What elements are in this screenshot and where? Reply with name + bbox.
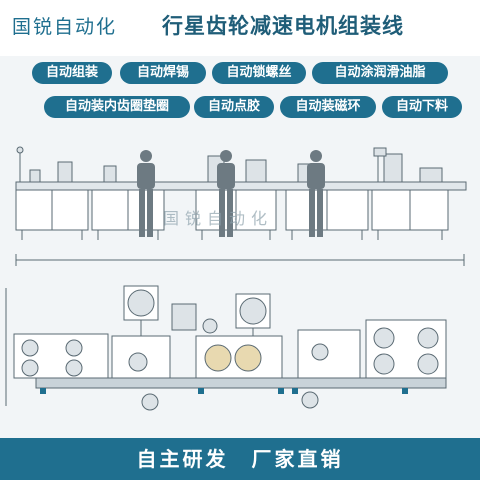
footer-bar: 自主研发 厂家直销: [0, 438, 480, 480]
feature-tag-soldering: 自动焊锡: [120, 62, 206, 84]
brand-name: 国锐自动化: [12, 16, 118, 38]
page-title: 行星齿轮减速电机组装线: [162, 14, 404, 38]
feature-tag-assembly: 自动组装: [32, 62, 112, 84]
feature-tag-unloading: 自动下料: [382, 96, 462, 118]
operator-figures: [137, 150, 325, 237]
header-bar: 国锐自动化 行星齿轮减速电机组装线: [0, 0, 480, 56]
feature-tag-gear-ring: 自动装内齿圈垫圈: [44, 96, 190, 118]
footer-slogan: 自主研发 厂家直销: [136, 447, 344, 471]
feature-tag-screwing: 自动锁螺丝: [212, 62, 306, 84]
feature-tag-magnet-ring: 自动装磁环: [280, 96, 376, 118]
side-view: [15, 146, 467, 266]
top-view-details: [40, 388, 408, 394]
feature-tag-greasing: 自动涂润滑油脂: [312, 62, 448, 84]
illustration-watermark: 国锐自动化: [163, 209, 273, 228]
feature-tag-dispensing: 自动点胶: [194, 96, 274, 118]
top-view-rotary-parts: [21, 289, 439, 411]
assembly-line-illustration: 国锐自动化: [5, 146, 467, 411]
